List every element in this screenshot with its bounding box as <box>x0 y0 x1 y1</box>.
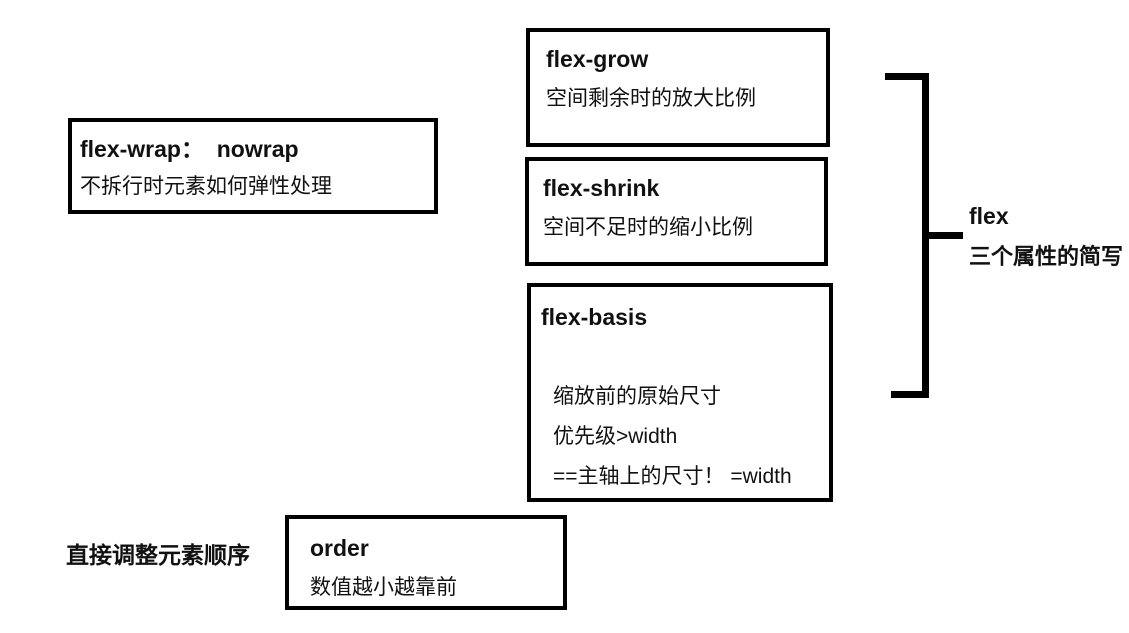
flex-basis-detail-line: 缩放前的原始尺寸 <box>553 385 721 408</box>
flex-shorthand-subtitle: 三个属性的简写 <box>969 244 1124 269</box>
flex-basis-detail-line: ==主轴上的尺寸！ =width <box>553 465 792 488</box>
flex-basis-title: flex-basis <box>541 304 648 330</box>
flex-shrink-box: flex-shrink 空间不足时的缩小比例 <box>525 157 828 266</box>
flex-wrap-title: flex-wrap： nowrap <box>80 136 299 162</box>
flex-grow-box: flex-grow 空间剩余时的放大比例 <box>526 28 830 147</box>
flex-wrap-box: flex-wrap： nowrap 不拆行时元素如何弹性处理 <box>68 118 438 214</box>
order-description: 数值越小越靠前 <box>310 576 457 599</box>
flex-shrink-title: flex-shrink <box>543 175 660 201</box>
group-bracket-top-tick <box>885 73 929 80</box>
order-context-label: 直接调整元素顺序 <box>66 542 250 568</box>
group-bracket-middle-tick <box>922 232 963 239</box>
group-bracket-bottom-tick <box>891 391 929 398</box>
flex-shrink-description: 空间不足时的缩小比例 <box>543 216 753 239</box>
flex-grow-title: flex-grow <box>546 46 649 72</box>
order-box: order 数值越小越靠前 <box>285 515 567 610</box>
flex-wrap-description: 不拆行时元素如何弹性处理 <box>80 175 332 198</box>
flex-basis-detail-line: 优先级>width <box>553 425 678 448</box>
order-title: order <box>310 535 369 561</box>
flex-grow-description: 空间剩余时的放大比例 <box>546 87 756 110</box>
flex-basis-detail-list: 缩放前的原始尺寸 优先级>width ==主轴上的尺寸！ =width <box>541 377 819 497</box>
flex-shorthand-annotation: flex 三个属性的简写 <box>969 202 1123 271</box>
flex-basis-box: flex-basis 缩放前的原始尺寸 优先级>width ==主轴上的尺寸！ … <box>527 283 833 502</box>
flex-shorthand-title: flex <box>969 203 1009 229</box>
